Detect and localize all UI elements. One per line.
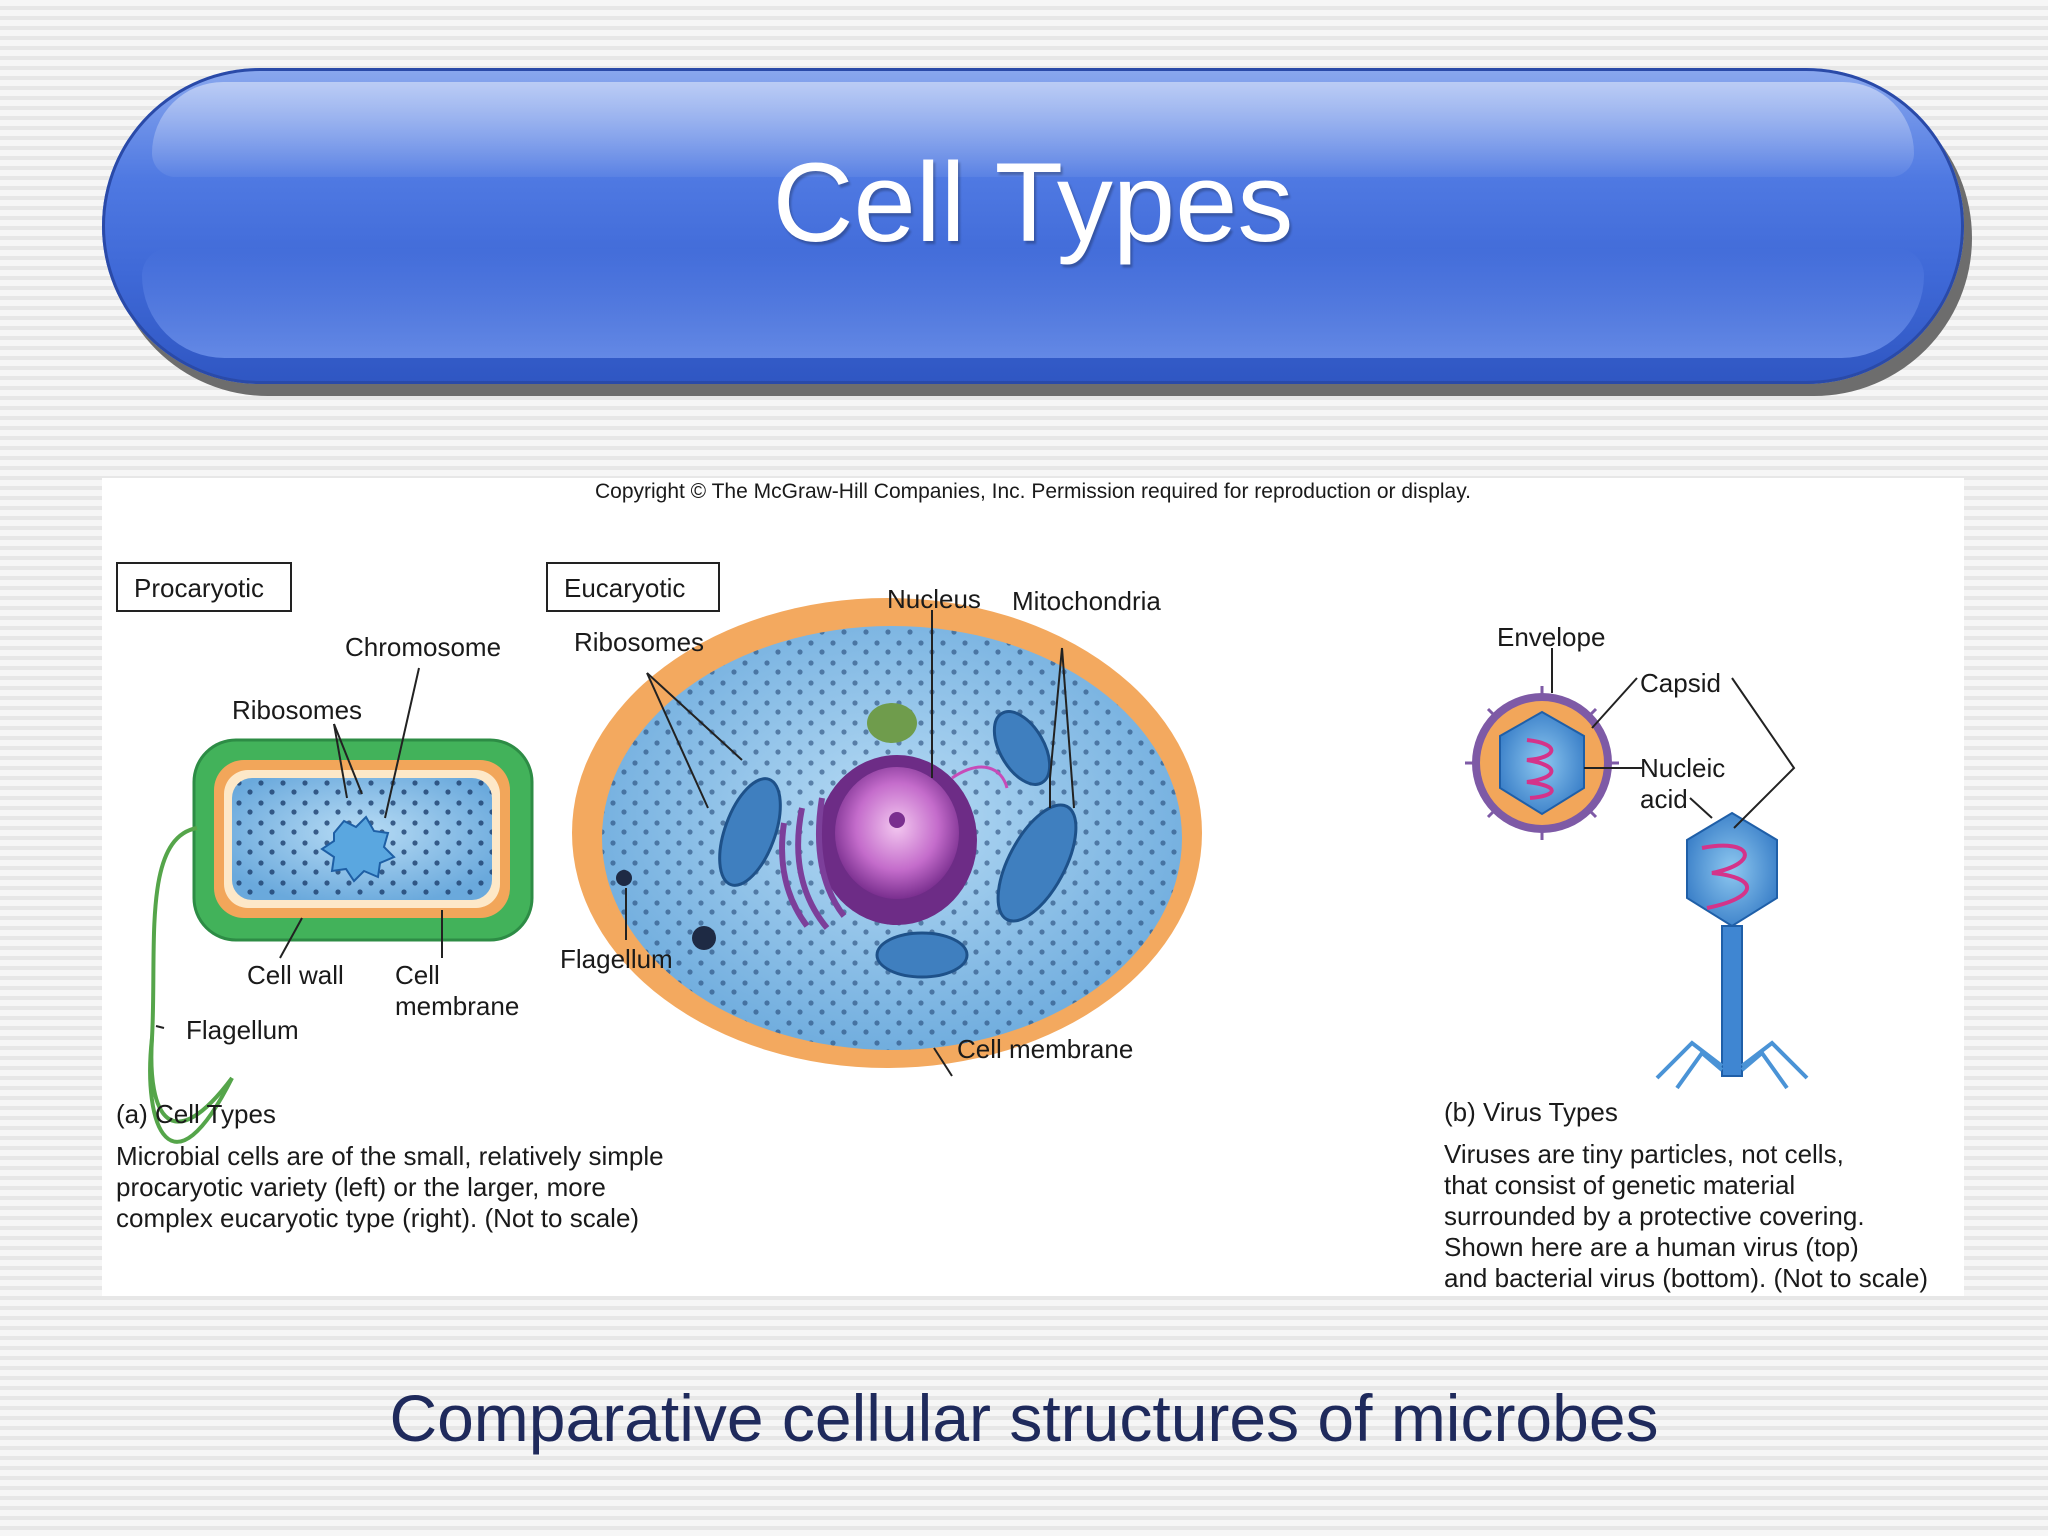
eucaryotic-label: Eucaryotic bbox=[564, 573, 685, 603]
bacterial-virus bbox=[1655, 811, 1809, 1090]
procaryotic-cell-wall-label: Cell wall bbox=[247, 960, 344, 990]
caption-a-line: Microbial cells are of the small, relati… bbox=[116, 1141, 664, 1171]
eucaryotic-cell-membrane-label: Cell membrane bbox=[957, 1034, 1133, 1064]
caption-b-line: Shown here are a human virus (top) bbox=[1444, 1232, 1859, 1262]
virus-capsid-label: Capsid bbox=[1640, 668, 1721, 698]
eucaryotic-nucleus-label: Nucleus bbox=[887, 584, 981, 614]
figure-panel: Copyright © The McGraw-Hill Companies, I… bbox=[102, 478, 1964, 1296]
eucaryotic-label-box bbox=[546, 562, 720, 612]
banner-gloss bbox=[152, 82, 1914, 177]
eucaryotic-ribosomes-label: Ribosomes bbox=[574, 627, 704, 657]
caption-b-line: that consist of genetic material bbox=[1444, 1170, 1795, 1200]
procaryotic-cell bbox=[148, 738, 534, 1144]
eucaryotic-flagellum-label: Flagellum bbox=[560, 944, 673, 974]
virus-leader-lines bbox=[1551, 648, 1796, 829]
procaryotic-leader-lines bbox=[155, 667, 443, 1029]
procaryotic-cell-membrane-label-line2: membrane bbox=[395, 991, 519, 1021]
procaryotic-cell-membrane-label-line1: Cell bbox=[395, 960, 440, 990]
title-banner: Cell Types bbox=[102, 68, 1964, 384]
virus-envelope-label: Envelope bbox=[1497, 622, 1605, 652]
virus-nucleic-acid-label-line2: acid bbox=[1640, 784, 1688, 814]
banner-lower-gloss bbox=[142, 248, 1924, 358]
procaryotic-label-box bbox=[116, 562, 292, 612]
slide-subtitle: Comparative cellular structures of micro… bbox=[389, 1381, 1659, 1455]
eucaryotic-mitochondria-label: Mitochondria bbox=[1012, 586, 1161, 616]
slide-title: Cell Types bbox=[772, 140, 1294, 265]
caption-b-title: (b) Virus Types bbox=[1444, 1097, 1618, 1127]
eucaryotic-leader-lines bbox=[625, 610, 1075, 1077]
procaryotic-flagellum-label: Flagellum bbox=[186, 1015, 299, 1045]
caption-a-line: complex eucaryotic type (right). (Not to… bbox=[116, 1203, 639, 1233]
procaryotic-label: Procaryotic bbox=[134, 573, 264, 603]
cell-types-diagram: Copyright © The McGraw-Hill Companies, I… bbox=[116, 480, 1928, 1293]
human-virus bbox=[1465, 686, 1619, 840]
eucaryotic-cell bbox=[572, 598, 1202, 1068]
virus-nucleic-acid-label-line1: Nucleic bbox=[1640, 753, 1725, 783]
caption-b-line: Viruses are tiny particles, not cells, bbox=[1444, 1139, 1844, 1169]
caption-b-line: surrounded by a protective covering. bbox=[1444, 1201, 1865, 1231]
caption-a-line: procaryotic variety (left) or the larger… bbox=[116, 1172, 606, 1202]
caption-a-title: (a) Cell Types bbox=[116, 1099, 276, 1129]
copyright-notice: Copyright © The McGraw-Hill Companies, I… bbox=[595, 480, 1471, 503]
procaryotic-ribosomes-label: Ribosomes bbox=[232, 695, 362, 725]
procaryotic-chromosome-label: Chromosome bbox=[345, 632, 501, 662]
caption-b-line: and bacterial virus (bottom). (Not to sc… bbox=[1444, 1263, 1928, 1293]
